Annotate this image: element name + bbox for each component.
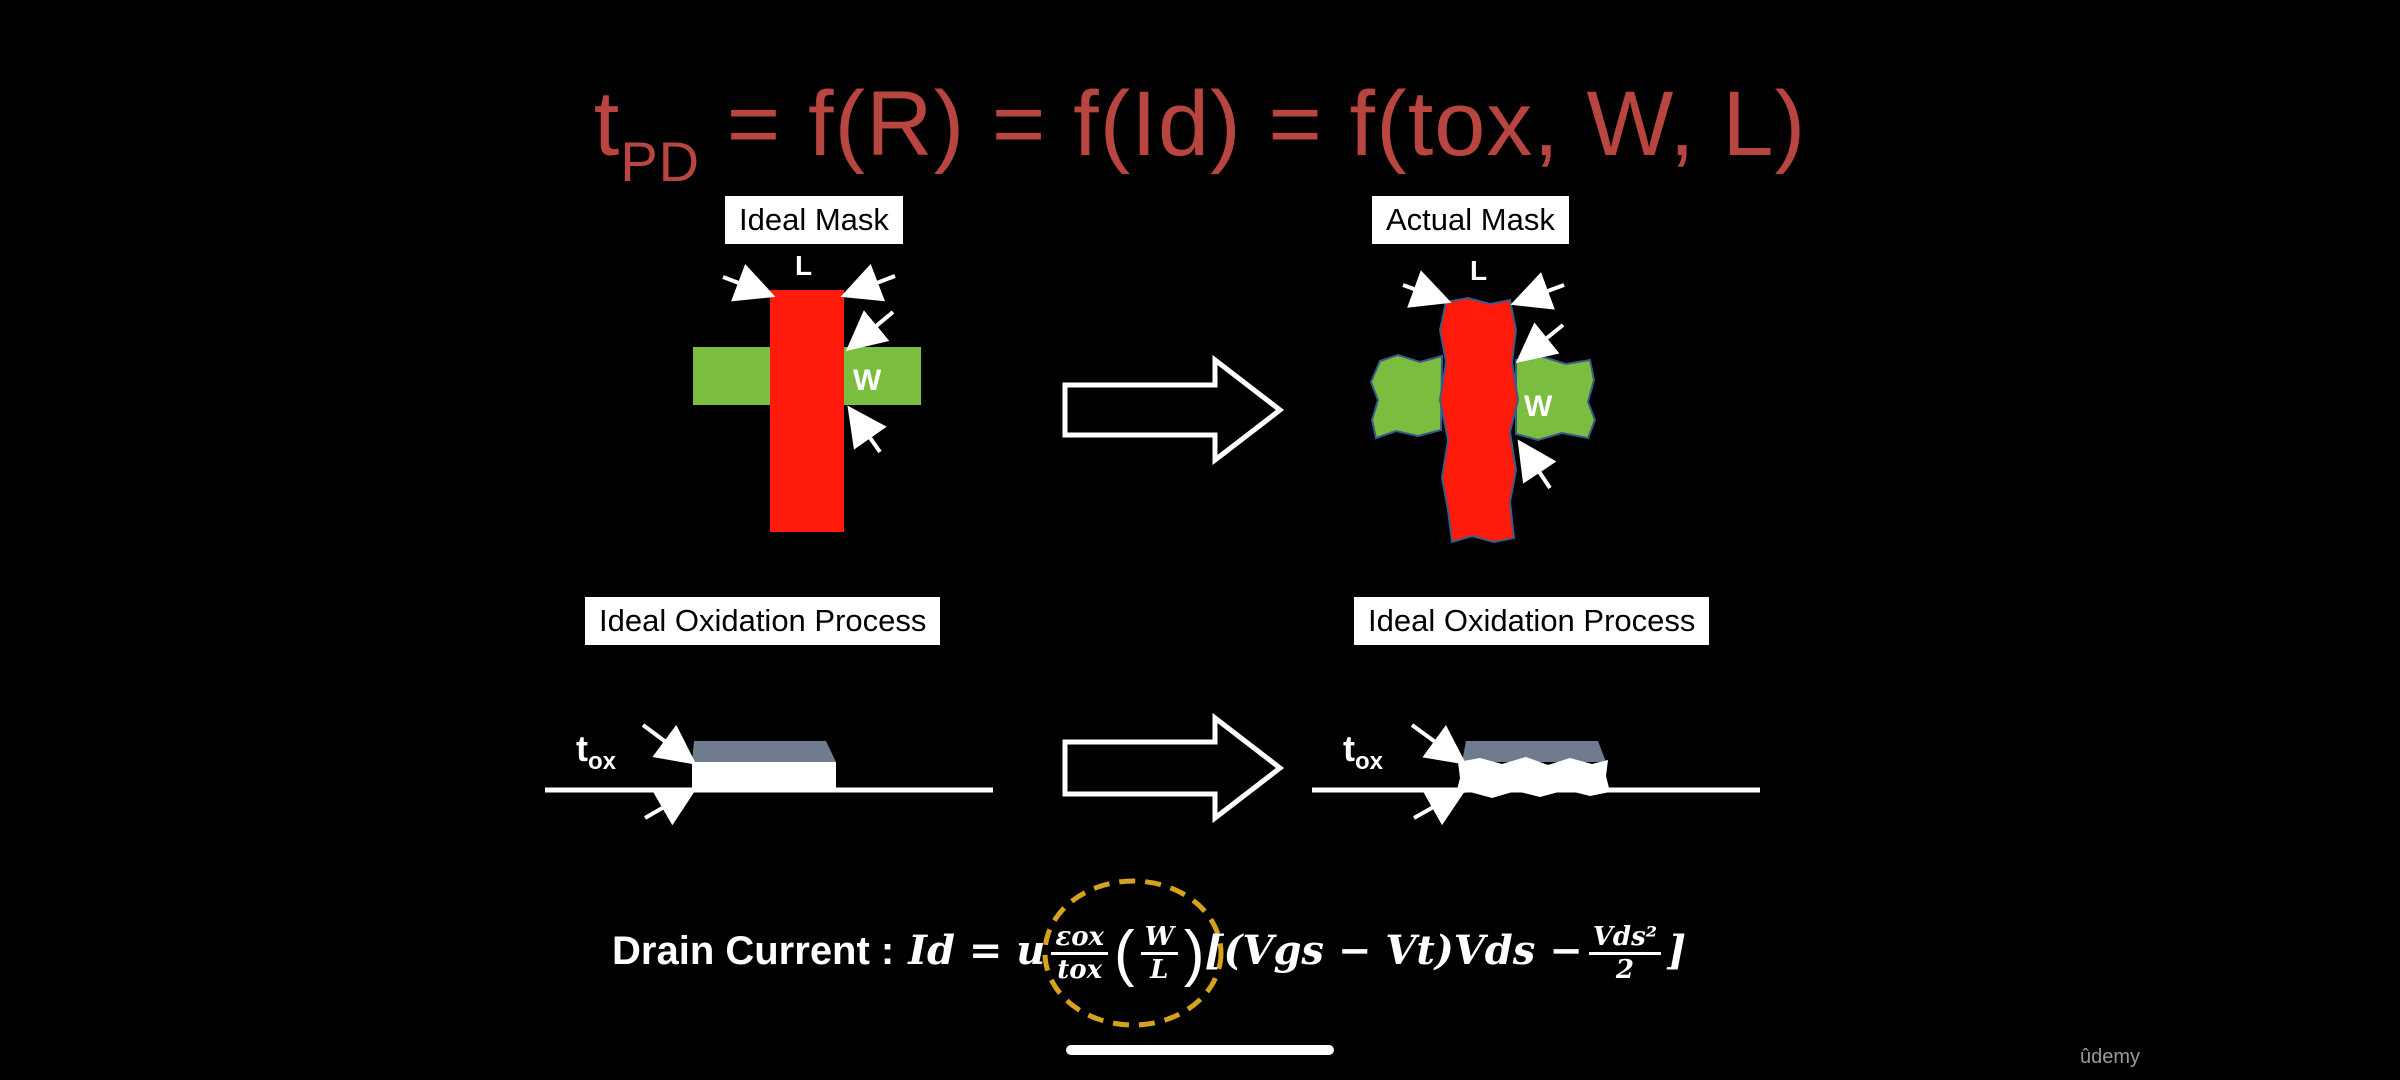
title-prefix: t: [593, 73, 621, 175]
ideal-oxide-layer: [692, 741, 836, 762]
actual-oxide-layer: [1462, 741, 1606, 762]
actual-width-marker: W: [1524, 390, 1553, 423]
actual-active-region-right: [1515, 354, 1597, 442]
ideal-oxidation-left-label: Ideal Oxidation Process: [585, 597, 941, 645]
udemy-watermark: ûdemy: [2080, 1046, 2141, 1068]
highlight-circle: [1042, 878, 1224, 1028]
actual-oxide-base: [1456, 757, 1610, 798]
ideal-gate-region: [770, 290, 844, 532]
title-prefix-sub: PD: [620, 130, 701, 193]
actual-length-marker: L: [1470, 255, 1488, 286]
actual-tox-label: tox: [1343, 728, 1384, 776]
actual-mask-label: Actual Mask: [1372, 196, 1569, 244]
ideal-width-marker: W: [853, 364, 882, 397]
ideal-oxide-base: [692, 762, 836, 790]
title-rest: = f(R) = f(Id) = f(tox, W, L): [700, 73, 1807, 175]
ideal-tox-label: tox: [576, 728, 617, 776]
equation-bracket-term: [(Vgs − Vt)Vds −: [1204, 927, 1583, 975]
actual-oxidation-shape: [1312, 723, 1760, 826]
ideal-mask-shape: [693, 263, 921, 532]
actual-active-region-left: [1369, 353, 1444, 440]
home-indicator[interactable]: [1066, 1045, 1334, 1055]
equation-title: tPD = f(R) = f(Id) = f(tox, W, L): [0, 72, 2400, 194]
ideal-oxidation-shape: [545, 723, 993, 826]
actual-mask-shape: [1369, 270, 1597, 544]
ideal-length-marker: L: [795, 250, 813, 281]
mask-transition-arrow: [1062, 354, 1285, 466]
drain-current-label: Drain Current :: [612, 929, 895, 974]
actual-gate-region: [1438, 296, 1520, 544]
ideal-oxidation-right-label: Ideal Oxidation Process: [1354, 597, 1710, 645]
equation-close-bracket: ]: [1667, 927, 1687, 975]
oxidation-transition-arrow: [1062, 712, 1285, 824]
ideal-mask-label: Ideal Mask: [725, 196, 903, 244]
equation-lhs: Id = u: [908, 927, 1046, 975]
